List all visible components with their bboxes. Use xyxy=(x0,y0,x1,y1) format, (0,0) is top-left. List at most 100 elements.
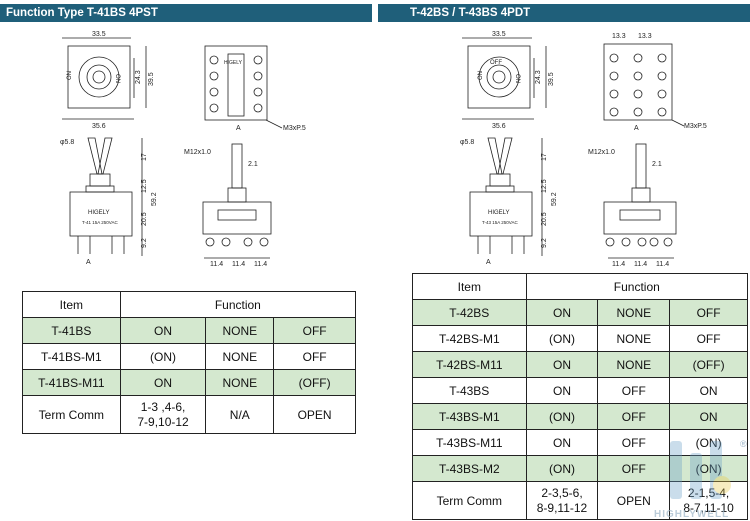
item-cell: T-43BS-M2 xyxy=(412,455,527,482)
function-cell: (OFF) xyxy=(273,369,356,396)
svg-text:24.3: 24.3 xyxy=(135,70,142,84)
term-line: 8-9,11-12 xyxy=(536,500,588,515)
svg-text:HIGELY: HIGELY xyxy=(488,210,510,216)
item-cell: Term Comm xyxy=(22,395,121,434)
left-top-view: 33.5 ON ON 24.3 39.5 35.6 xyxy=(62,31,155,130)
svg-text:φ5.8: φ5.8 xyxy=(460,139,474,146)
svg-text:13.3: 13.3 xyxy=(612,33,626,40)
svg-text:24.3: 24.3 xyxy=(535,70,542,84)
table-row: T-42BS-M1 (ON) NONE OFF xyxy=(412,325,748,352)
svg-text:12.5: 12.5 xyxy=(141,179,148,193)
svg-text:33.5: 33.5 xyxy=(492,31,506,38)
svg-text:M3xP.5: M3xP.5 xyxy=(283,125,306,132)
function-cell: OPEN xyxy=(597,481,671,520)
watermark-text: HIGHLYWELL xyxy=(654,509,729,520)
function-cell: NONE xyxy=(205,317,275,344)
svg-text:T-41 15A 250VAC: T-41 15A 250VAC xyxy=(82,220,118,225)
right-side-view: φ5.8 HIGELY T-43 15A 250VAC 17 12.5 59.2… xyxy=(460,137,558,266)
term-comm-row: Term Comm 1-3 ,4-6, 7-9,10-12 N/A OPEN xyxy=(22,395,356,434)
item-cell: Term Comm xyxy=(412,481,527,520)
function-cell: NONE xyxy=(205,369,275,396)
right-front-view: M12x1.0 2.1 11.4 11.4 11.4 xyxy=(588,143,677,268)
item-header: Item xyxy=(412,273,527,300)
svg-text:11.4: 11.4 xyxy=(656,261,669,268)
svg-text:39.5: 39.5 xyxy=(548,72,555,86)
svg-text:59.2: 59.2 xyxy=(551,192,558,206)
function-cell: ON xyxy=(525,429,599,456)
right-technical-drawing: 33.5 OFF ON ON 24.3 39.5 35.6 13.3 13.3 … xyxy=(460,31,707,268)
svg-text:20.5: 20.5 xyxy=(541,212,548,226)
svg-text:HIGELY: HIGELY xyxy=(88,210,110,216)
svg-text:11.4: 11.4 xyxy=(232,261,245,268)
term-line: 1-3 ,4-6, xyxy=(140,399,186,414)
svg-text:2.1: 2.1 xyxy=(248,161,258,168)
svg-text:ON: ON xyxy=(514,74,520,83)
right-rear-view: 13.3 13.3 A M3xP.5 xyxy=(603,33,707,132)
svg-text:11.4: 11.4 xyxy=(634,261,647,268)
function-cell: 2-3,5-6, 8-9,11-12 xyxy=(525,481,599,520)
svg-text:12.5: 12.5 xyxy=(541,179,548,193)
svg-text:9.2: 9.2 xyxy=(141,238,148,248)
table-header-row: Item Function xyxy=(412,273,749,300)
svg-text:39.5: 39.5 xyxy=(148,72,155,86)
function-cell: ON xyxy=(525,377,599,404)
svg-text:2.1: 2.1 xyxy=(652,161,662,168)
function-cell: N/A xyxy=(205,395,275,434)
function-cell: ON xyxy=(119,369,207,396)
item-cell: T-43BS xyxy=(412,377,527,404)
left-front-view: M12x1.0 2.1 11.4 11.4 11.4 xyxy=(184,143,272,268)
function-cell: OFF xyxy=(273,343,356,370)
svg-text:33.5: 33.5 xyxy=(92,31,106,38)
svg-text:59.2: 59.2 xyxy=(151,192,158,206)
function-cell: OFF xyxy=(273,317,356,344)
item-cell: T-43BS-M11 xyxy=(412,429,527,456)
left-side-view: φ5.8 HIGELY T-41 15A 250VAC 17 12.5 59.2… xyxy=(60,137,158,266)
svg-text:ON: ON xyxy=(67,71,73,80)
watermark-logo: ® HIGHLYWELL xyxy=(654,439,747,520)
function-cell: (ON) xyxy=(525,325,599,352)
function-cell: (ON) xyxy=(669,429,748,456)
term-line: 8-7,11-10 xyxy=(683,500,734,515)
svg-text:11.4: 11.4 xyxy=(210,261,223,268)
function-cell: OFF xyxy=(669,325,748,352)
table-row: T-41BS ON NONE OFF xyxy=(22,317,356,344)
right-section-header: T-42BS / T-43BS 4PDT xyxy=(378,4,750,22)
term-comm-row: Term Comm 2-3,5-6, 8-9,11-12 OPEN 2-1,5-… xyxy=(412,481,748,520)
table-row: T-43BS ON OFF ON xyxy=(412,377,748,404)
table-row: T-43BS-M2 (ON) OFF (ON) xyxy=(412,455,748,482)
function-cell: NONE xyxy=(205,343,275,370)
item-cell: T-41BS xyxy=(22,317,121,344)
svg-text:HIGELY: HIGELY xyxy=(224,60,243,66)
function-cell: OFF xyxy=(669,299,748,326)
right-function-table: Item Function T-42BS ON NONE OFF T-42BS-… xyxy=(412,273,749,520)
left-technical-drawing: 33.5 ON ON 24.3 39.5 35.6 HIGELY A M3xP.… xyxy=(60,31,306,268)
table-row: T-43BS-M11 ON OFF (ON) xyxy=(412,429,748,456)
function-cell: (ON) xyxy=(119,343,207,370)
table-row: T-41BS-M1 (ON) NONE OFF xyxy=(22,343,356,370)
svg-text:17: 17 xyxy=(141,153,148,161)
table-row: T-41BS-M11 ON NONE (OFF) xyxy=(22,369,356,396)
function-cell: OPEN xyxy=(273,395,356,434)
term-line: 2-3,5-6, xyxy=(541,485,583,500)
svg-text:11.4: 11.4 xyxy=(612,261,625,268)
svg-text:A: A xyxy=(236,125,241,132)
registered-mark: ® xyxy=(740,439,747,449)
svg-text:20.5: 20.5 xyxy=(141,212,148,226)
svg-text:A: A xyxy=(86,259,91,266)
function-cell: ON xyxy=(669,403,748,430)
function-cell: 1-3 ,4-6, 7-9,10-12 xyxy=(119,395,207,434)
svg-text:35.6: 35.6 xyxy=(92,123,106,130)
table-row: T-42BS-M11 ON NONE (OFF) xyxy=(412,351,748,378)
svg-text:M12x1.0: M12x1.0 xyxy=(588,149,615,156)
table-row: T-43BS-M1 (ON) OFF ON xyxy=(412,403,748,430)
svg-text:A: A xyxy=(634,125,639,132)
item-cell: T-42BS-M1 xyxy=(412,325,527,352)
item-cell: T-43BS-M1 xyxy=(412,403,527,430)
svg-text:13.3: 13.3 xyxy=(638,33,652,40)
svg-text:9.2: 9.2 xyxy=(541,238,548,248)
term-line: 7-9,10-12 xyxy=(137,414,189,429)
function-cell: ON xyxy=(669,377,748,404)
svg-text:ON: ON xyxy=(114,74,120,83)
function-cell: (OFF) xyxy=(669,351,748,378)
item-cell: T-42BS-M11 xyxy=(412,351,527,378)
